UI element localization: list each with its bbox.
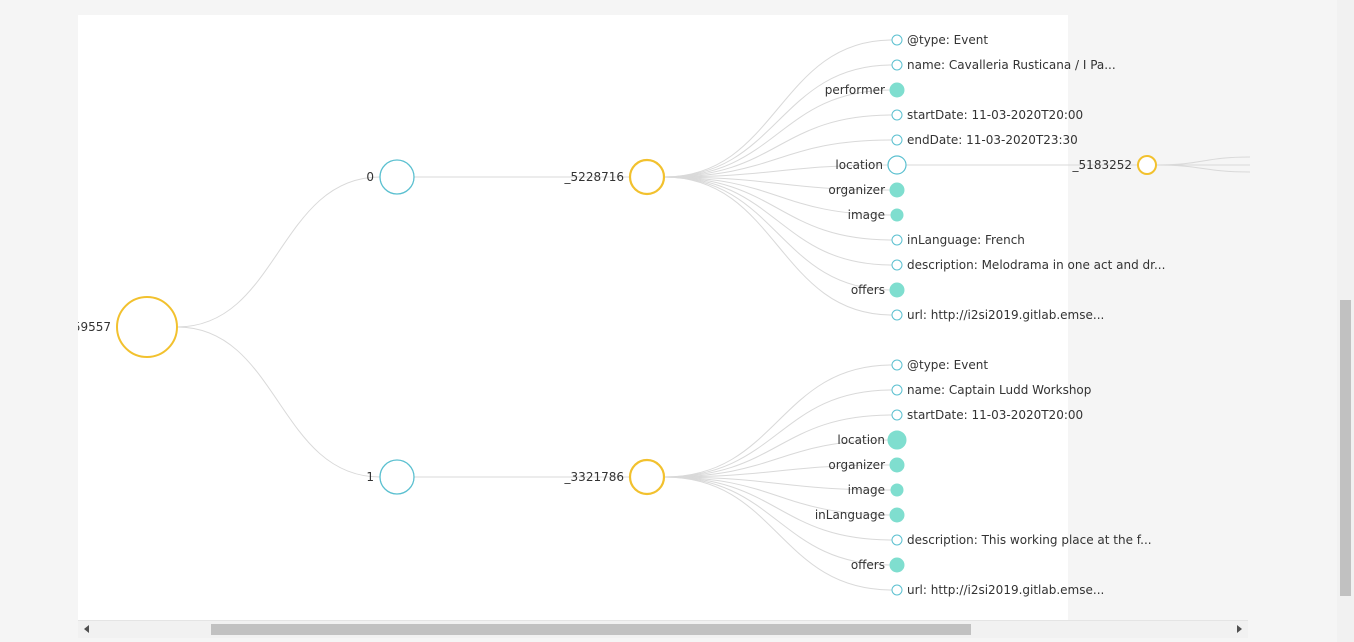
- property-leaf-node[interactable]: [891, 134, 903, 146]
- property-leaf-node[interactable]: [891, 409, 903, 421]
- collapsed-property-node[interactable]: [889, 507, 905, 523]
- property-link: [663, 64, 893, 178]
- property-link: [663, 476, 893, 516]
- property-link: [663, 476, 893, 591]
- property-link: [663, 389, 893, 478]
- property-link: [663, 476, 893, 566]
- property-link: [663, 464, 893, 478]
- vertical-scroll-thumb[interactable]: [1340, 300, 1351, 596]
- property-leaf-node[interactable]: [891, 34, 903, 46]
- tree-nodes: 59557 0 _5228716 @type: Event name: Cavaller…: [78, 33, 1165, 597]
- property-leaf-label: url: http://i2si2019.gitlab.emse...: [907, 308, 1104, 322]
- root-node-label: 59557: [78, 320, 111, 334]
- object-node[interactable]: [628, 458, 666, 496]
- collapsed-property-node[interactable]: [889, 82, 905, 98]
- property-leaf-node[interactable]: [891, 259, 903, 271]
- root-link-1: [176, 326, 381, 478]
- property-leaf-node[interactable]: [891, 109, 903, 121]
- property-leaf-label: @type: Event: [907, 358, 988, 372]
- index-node-label: 1: [366, 470, 374, 484]
- property-leaf-label: description: Melodrama in one act and dr…: [907, 258, 1165, 272]
- property-link: [663, 439, 893, 478]
- nested-outgoing-link: [1155, 164, 1251, 173]
- collapsed-property-node[interactable]: [889, 557, 905, 573]
- property-link: [663, 176, 893, 216]
- property-leaf-label: endDate: 11-03-2020T23:30: [907, 133, 1078, 147]
- root-link-0: [176, 176, 381, 328]
- property-leaf-label: inLanguage: French: [907, 233, 1025, 247]
- property-link: [663, 176, 893, 191]
- collapsed-property-label: organizer: [828, 458, 885, 472]
- tree-diagram[interactable]: 59557 0 _5228716 @type: Event name: Cavaller…: [78, 15, 1338, 620]
- property-link: [663, 176, 893, 291]
- nested-object-node[interactable]: [1137, 155, 1157, 175]
- collapsed-property-node[interactable]: [889, 182, 905, 198]
- collapsed-property-node[interactable]: [890, 483, 904, 497]
- property-leaf-label: startDate: 11-03-2020T20:00: [907, 408, 1083, 422]
- property-link: [663, 39, 893, 178]
- vertical-scrollbar[interactable]: [1337, 0, 1354, 642]
- horizontal-scrollbar[interactable]: [78, 620, 1248, 638]
- property-leaf-node[interactable]: [891, 59, 903, 71]
- tree-links: [176, 39, 1251, 591]
- index-node[interactable]: [379, 159, 415, 195]
- property-leaf-node[interactable]: [891, 359, 903, 371]
- object-node-label: _3321786: [564, 470, 624, 484]
- collapsed-property-label: performer: [825, 83, 885, 97]
- collapsed-property-node[interactable]: [889, 282, 905, 298]
- collapsed-property-label: offers: [851, 283, 885, 297]
- collapsed-property-label: inLanguage: [815, 508, 885, 522]
- property-leaf-label: description: This working place at the f…: [907, 533, 1152, 547]
- property-link: [663, 114, 893, 178]
- collapsed-property-label: offers: [851, 558, 885, 572]
- property-leaf-label: name: Cavalleria Rusticana / I Pa...: [907, 58, 1116, 72]
- property-link: [663, 364, 893, 478]
- object-node[interactable]: [628, 158, 666, 196]
- collapsed-property-label: organizer: [828, 183, 885, 197]
- scroll-right-arrow-icon[interactable]: [1237, 625, 1242, 633]
- property-link: [663, 139, 893, 178]
- scroll-left-arrow-icon[interactable]: [84, 625, 89, 633]
- property-leaf-node[interactable]: [891, 384, 903, 396]
- object-node-label: _5228716: [564, 170, 624, 184]
- property-leaf-label: @type: Event: [907, 33, 988, 47]
- property-leaf-label: url: http://i2si2019.gitlab.emse...: [907, 583, 1104, 597]
- root-node[interactable]: [116, 296, 178, 358]
- property-link: [663, 476, 893, 491]
- horizontal-scroll-thumb[interactable]: [211, 624, 971, 635]
- property-leaf-node[interactable]: [891, 234, 903, 246]
- property-leaf-node[interactable]: [891, 309, 903, 321]
- expanded-property-node[interactable]: [887, 155, 907, 175]
- index-node-label: 0: [366, 170, 374, 184]
- collapsed-property-label: image: [848, 208, 885, 222]
- property-link: [663, 176, 893, 266]
- property-link: [663, 476, 893, 541]
- expanded-property-label: location: [835, 158, 883, 172]
- property-leaf-node[interactable]: [891, 584, 903, 596]
- index-node[interactable]: [379, 459, 415, 495]
- property-link: [663, 89, 893, 178]
- property-leaf-node[interactable]: [891, 534, 903, 546]
- collapsed-property-label: image: [848, 483, 885, 497]
- tree-viewport[interactable]: 59557 0 _5228716 @type: Event name: Cavaller…: [78, 15, 1338, 620]
- collapsed-property-label: location: [837, 433, 885, 447]
- collapsed-property-node[interactable]: [887, 430, 907, 450]
- property-link: [663, 176, 893, 241]
- property-link: [663, 176, 893, 316]
- property-leaf-label: name: Captain Ludd Workshop: [907, 383, 1091, 397]
- collapsed-property-node[interactable]: [890, 208, 904, 222]
- property-link: [663, 164, 893, 178]
- nested-outgoing-link: [1155, 156, 1251, 166]
- collapsed-property-node[interactable]: [889, 457, 905, 473]
- property-link: [663, 414, 893, 478]
- nested-object-label: _5183252: [1072, 158, 1132, 172]
- property-leaf-label: startDate: 11-03-2020T20:00: [907, 108, 1083, 122]
